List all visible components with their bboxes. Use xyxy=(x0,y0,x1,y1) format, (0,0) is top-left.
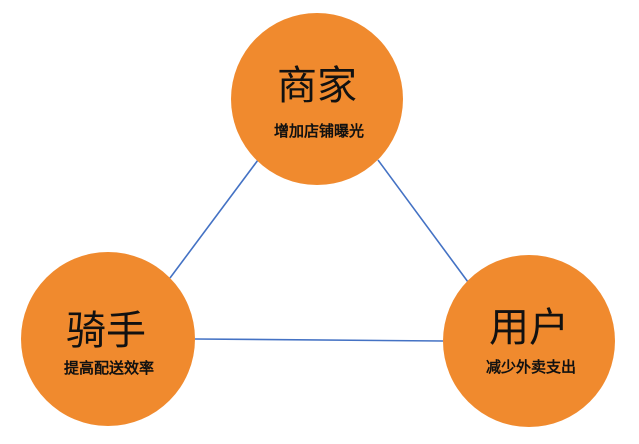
edge-merchant-user xyxy=(377,159,469,283)
node-rider: 骑手 提高配送效率 xyxy=(21,252,195,426)
node-merchant-title: 商家 xyxy=(277,63,357,109)
node-user-circle xyxy=(443,255,615,427)
node-merchant-circle xyxy=(231,13,403,185)
node-user-subtitle: 减少外卖支出 xyxy=(486,358,576,376)
node-rider-title: 骑手 xyxy=(66,308,146,354)
node-user: 用户 减少外卖支出 xyxy=(443,255,615,427)
edge-merchant-rider xyxy=(169,159,259,279)
node-user-title: 用户 xyxy=(489,305,569,351)
node-merchant: 商家 增加店铺曝光 xyxy=(231,13,403,185)
node-merchant-subtitle: 增加店铺曝光 xyxy=(274,122,364,140)
edge-rider-user xyxy=(194,338,444,342)
node-rider-circle xyxy=(21,252,195,426)
node-rider-subtitle: 提高配送效率 xyxy=(64,359,154,377)
